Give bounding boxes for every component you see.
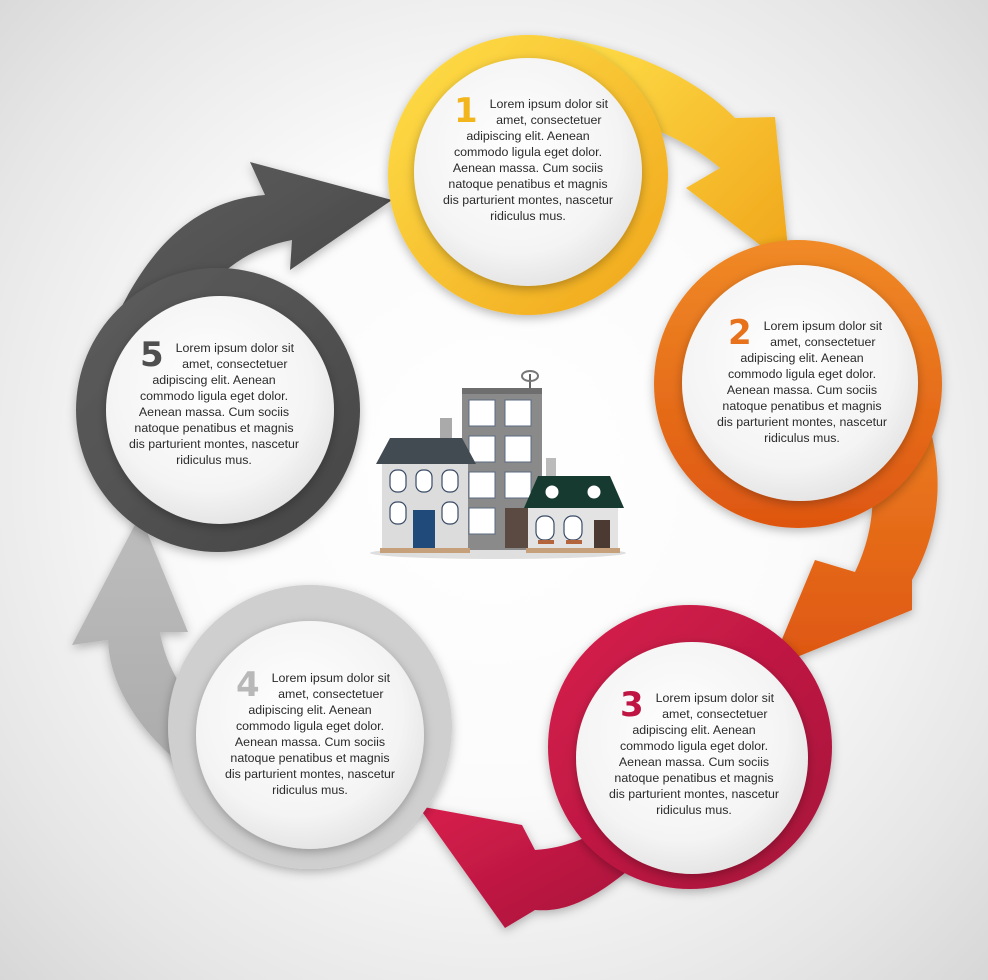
step-1-text-block: 1 Lorem ipsum dolor sit amet, consectetu… [440, 91, 616, 224]
city-buildings-icon [370, 370, 626, 559]
step-4-text-block: 4 Lorem ipsum dolor sit amet, consectetu… [222, 665, 398, 798]
step-4-description: Lorem ipsum dolor sit amet, consectetuer… [224, 671, 396, 797]
step-circle-3 [548, 605, 832, 889]
step-5-description: Lorem ipsum dolor sit amet, consectetuer… [128, 341, 300, 467]
step-2-description: Lorem ipsum dolor sit amet, consectetuer… [716, 319, 888, 445]
step-3-number: 3 [620, 685, 644, 725]
step-5-text-block: 5 Lorem ipsum dolor sit amet, consectetu… [126, 335, 302, 468]
step-circle-5 [76, 268, 360, 552]
step-1-number: 1 [454, 91, 478, 131]
step-circle-2 [654, 240, 942, 528]
step-3-description: Lorem ipsum dolor sit amet, consectetuer… [608, 691, 780, 817]
step-4-number: 4 [236, 665, 260, 705]
step-2-number: 2 [728, 313, 752, 353]
step-3-text-block: 3 Lorem ipsum dolor sit amet, consectetu… [606, 685, 782, 818]
step-circle-1 [388, 35, 668, 315]
step-2-text-block: 2 Lorem ipsum dolor sit amet, consectetu… [714, 313, 890, 446]
step-1-description: Lorem ipsum dolor sit amet, consectetuer… [442, 97, 614, 223]
arrow-3-to-4 [418, 806, 640, 928]
step-5-number: 5 [140, 335, 164, 375]
step-circle-4 [168, 585, 452, 869]
